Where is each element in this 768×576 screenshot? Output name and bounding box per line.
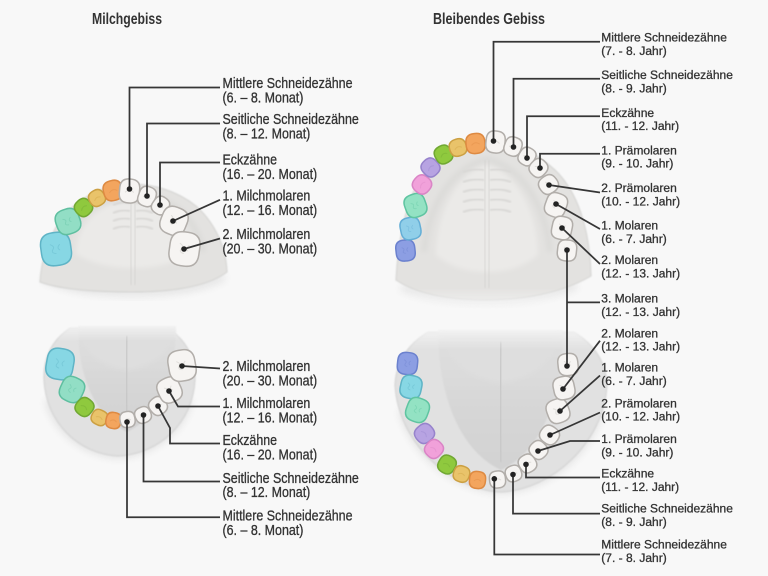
svg-text:(6. – 8. Monat): (6. – 8. Monat) <box>223 523 304 539</box>
svg-text:(12. – 16. Monat): (12. – 16. Monat) <box>223 203 318 219</box>
svg-text:Bleibendes Gebiss: Bleibendes Gebiss <box>433 11 545 28</box>
svg-text:(12. - 13. Jahr): (12. - 13. Jahr) <box>601 340 680 354</box>
svg-text:(11. - 12. Jahr): (11. - 12. Jahr) <box>601 119 679 133</box>
svg-text:Eckzähne: Eckzähne <box>223 433 278 449</box>
svg-text:(11. - 12. Jahr): (11. - 12. Jahr) <box>601 480 679 494</box>
svg-text:Eckzähne: Eckzähne <box>601 467 654 481</box>
svg-text:Seitliche Schneidezähne: Seitliche Schneidezähne <box>223 471 359 487</box>
svg-text:Seitliche Schneidezähne: Seitliche Schneidezähne <box>601 502 733 516</box>
svg-text:1. Milchmolaren: 1. Milchmolaren <box>223 189 311 205</box>
svg-text:(8. – 12. Monat): (8. – 12. Monat) <box>223 485 311 501</box>
svg-text:Mittlere Schneidezähne: Mittlere Schneidezähne <box>223 76 353 92</box>
svg-text:(16. – 20. Monat): (16. – 20. Monat) <box>223 167 318 183</box>
svg-text:Eckzähne: Eckzähne <box>223 152 278 168</box>
svg-text:(10. - 12. Jahr): (10. - 12. Jahr) <box>601 410 680 424</box>
svg-text:(6. – 8. Monat): (6. – 8. Monat) <box>223 91 304 107</box>
svg-text:Seitliche Schneidezähne: Seitliche Schneidezähne <box>601 68 733 82</box>
svg-text:(20. – 30. Monat): (20. – 30. Monat) <box>223 242 318 258</box>
svg-text:(9. - 10. Jahr): (9. - 10. Jahr) <box>601 157 673 171</box>
svg-text:2. Prämolaren: 2. Prämolaren <box>601 181 677 195</box>
svg-text:(8. – 12. Monat): (8. – 12. Monat) <box>223 127 311 143</box>
svg-text:(12. - 13. Jahr): (12. - 13. Jahr) <box>601 267 680 281</box>
svg-text:(6. - 7. Jahr): (6. - 7. Jahr) <box>601 232 666 246</box>
svg-text:Mittlere Schneidezähne: Mittlere Schneidezähne <box>601 31 727 45</box>
svg-text:2. Milchmolaren: 2. Milchmolaren <box>223 359 311 375</box>
svg-text:(12. - 13. Jahr): (12. - 13. Jahr) <box>601 305 680 319</box>
svg-text:(20. – 30. Monat): (20. – 30. Monat) <box>223 373 318 389</box>
svg-text:Milchgebiss: Milchgebiss <box>92 11 162 28</box>
svg-text:(7. - 8. Jahr): (7. - 8. Jahr) <box>601 551 666 565</box>
svg-text:2. Milchmolaren: 2. Milchmolaren <box>223 227 311 243</box>
svg-text:Mittlere Schneidezähne: Mittlere Schneidezähne <box>223 509 353 525</box>
svg-text:2. Molaren: 2. Molaren <box>601 253 658 267</box>
svg-text:(9. - 10. Jahr): (9. - 10. Jahr) <box>601 446 673 460</box>
svg-text:2. Molaren: 2. Molaren <box>601 326 658 340</box>
svg-text:1. Prämolaren: 1. Prämolaren <box>601 143 677 157</box>
svg-text:1. Prämolaren: 1. Prämolaren <box>601 432 677 446</box>
svg-text:(8. - 9. Jahr): (8. - 9. Jahr) <box>601 515 666 529</box>
svg-text:(7. - 8. Jahr): (7. - 8. Jahr) <box>601 44 666 58</box>
svg-text:2. Prämolaren: 2. Prämolaren <box>601 396 677 410</box>
svg-text:Seitliche Schneidezähne: Seitliche Schneidezähne <box>223 112 359 128</box>
svg-text:Mittlere Schneidezähne: Mittlere Schneidezähne <box>601 537 727 551</box>
svg-text:(10. - 12. Jahr): (10. - 12. Jahr) <box>601 194 680 208</box>
svg-text:(8. - 9. Jahr): (8. - 9. Jahr) <box>601 82 666 96</box>
svg-text:1. Molaren: 1. Molaren <box>601 361 658 375</box>
svg-text:1. Molaren: 1. Molaren <box>601 218 658 232</box>
svg-text:(16. – 20. Monat): (16. – 20. Monat) <box>223 447 318 463</box>
svg-text:(6. - 7. Jahr): (6. - 7. Jahr) <box>601 374 666 388</box>
svg-text:3. Molaren: 3. Molaren <box>601 292 658 306</box>
svg-text:1. Milchmolaren: 1. Milchmolaren <box>223 396 311 412</box>
svg-text:(12. – 16. Monat): (12. – 16. Monat) <box>223 410 318 426</box>
svg-text:Eckzähne: Eckzähne <box>601 106 654 120</box>
